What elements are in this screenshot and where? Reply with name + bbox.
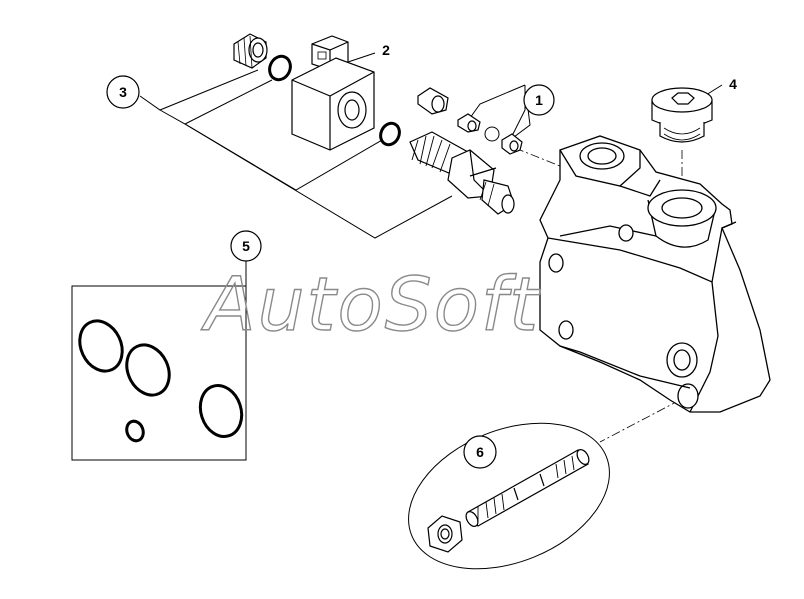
hex-plug — [651, 87, 713, 143]
coil-nut — [233, 33, 268, 69]
callout-2: 2 — [382, 42, 390, 58]
callout-6-label: 6 — [476, 444, 484, 460]
callout-2-label: 2 — [382, 42, 390, 58]
valve-plug-large — [417, 87, 449, 115]
valve-seat — [501, 133, 523, 155]
watermark-text: AutoSoft — [201, 262, 541, 348]
check-ball — [484, 126, 500, 142]
o-ring-upper — [268, 54, 292, 82]
callout-6: 6 — [463, 435, 497, 469]
valve-cartridge — [409, 131, 515, 215]
callout-3: 3 — [106, 75, 140, 109]
callout-4-label: 4 — [729, 76, 737, 92]
callout-3-label: 3 — [119, 84, 127, 100]
callout-1: 1 — [523, 84, 555, 116]
seal-kit-box — [71, 285, 247, 461]
callout-5-label: 5 — [242, 238, 250, 254]
stud-kit — [408, 422, 610, 570]
o-ring-valve — [379, 121, 401, 147]
valve-housing — [539, 135, 771, 413]
leader-lines — [139, 52, 723, 286]
callout-1-label: 1 — [535, 92, 543, 108]
callout-4: 4 — [729, 76, 737, 92]
valve-plug-small — [457, 113, 481, 133]
solenoid-coil — [291, 35, 375, 151]
callout-5: 5 — [230, 230, 262, 262]
